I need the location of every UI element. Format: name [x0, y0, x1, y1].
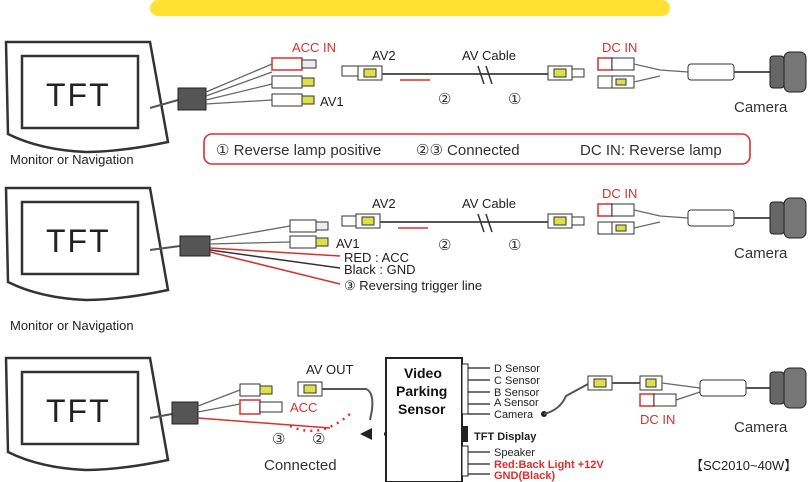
av2-label: AV2 [372, 196, 396, 211]
video-parking-sensor-box: Video Parking Sensor [385, 357, 463, 482]
black-gnd-label: Black : GND [344, 262, 416, 277]
legend-connected: ②③ Connected [416, 142, 520, 159]
gnd-label: GND(Black) [494, 470, 555, 482]
back-light-label: Red:Back Light +12V [494, 459, 604, 471]
camera-cable-connectors [587, 375, 770, 407]
camera-icon [769, 197, 807, 239]
camera-label: Camera [734, 419, 788, 436]
dc-in-label: DC IN [640, 412, 675, 427]
red-acc-label: RED : ACC [344, 250, 409, 265]
marker-2: ② [438, 91, 451, 108]
cable-splitter [179, 235, 211, 257]
sensor-d: D Sensor [494, 363, 540, 375]
tft-monitor-icon: TFT [4, 186, 170, 302]
box-line-video: Video [404, 365, 442, 381]
marker-1: ① [508, 237, 521, 254]
trigger-label: ③ Reversing trigger line [344, 278, 482, 293]
section-1: TFT ACC IN AV1 AV2 AV Ca [4, 40, 807, 167]
monitor-label: TFT [46, 393, 111, 429]
yellow-highlight-bar [150, 0, 670, 16]
camera-icon [769, 367, 807, 409]
dc-in-connectors [597, 203, 770, 235]
dc-in-label: DC IN [602, 186, 637, 201]
sensor-b: B Sensor [494, 387, 540, 399]
rca-connector-group [271, 57, 317, 107]
dc-in-connectors [597, 57, 770, 89]
model-label: 【SC2010~40W】 [690, 458, 797, 473]
av1-label: AV1 [336, 236, 360, 251]
av-cable [341, 213, 585, 233]
tft-monitor-icon: TFT [4, 356, 170, 472]
monitor-label: TFT [46, 223, 111, 259]
av1-label: AV1 [320, 94, 344, 109]
section-3: TFT ACC AV OUT ③ ② Connected Video Parki… [4, 356, 807, 482]
rca-connector-group [239, 381, 323, 415]
sensor-c: C Sensor [494, 375, 540, 387]
tft-monitor-icon: TFT [4, 40, 170, 154]
av-out-label: AV OUT [306, 362, 353, 377]
camera-icon [769, 51, 807, 93]
section-2: TFT AV1 RED : ACC Black : GND ③ Reversin… [4, 186, 807, 333]
av-cable-label: AV Cable [462, 48, 516, 63]
marker-3: ③ [272, 431, 285, 448]
sensor-camera: Camera [494, 409, 534, 421]
sensor-ports: D Sensor C Sensor B Sensor A Sensor Came… [461, 363, 604, 482]
av-cable [341, 65, 585, 85]
connected-label: Connected [264, 457, 337, 474]
box-line-sensor: Sensor [398, 401, 446, 417]
dc-in-label: DC IN [602, 40, 637, 55]
monitor-caption: Monitor or Navigation [10, 152, 134, 167]
sensor-a: A Sensor [494, 397, 539, 409]
rca-connector-group [289, 219, 329, 249]
legend-dc-in: DC IN: Reverse lamp [580, 142, 722, 159]
camera-label: Camera [734, 245, 788, 262]
cable-splitter [171, 401, 199, 425]
av2-label: AV2 [372, 48, 396, 63]
legend-reverse-lamp: ① Reverse lamp positive [216, 142, 381, 159]
monitor-label: TFT [46, 77, 111, 113]
legend-box: ① Reverse lamp positive ②③ Connected DC … [203, 133, 751, 165]
speaker-label: Speaker [494, 447, 535, 459]
marker-2: ② [312, 431, 325, 448]
box-line-parking: Parking [396, 383, 447, 399]
marker-1: ① [508, 91, 521, 108]
monitor-caption: Monitor or Navigation [10, 318, 134, 333]
acc-label: ACC [290, 400, 317, 415]
av-cable-label: AV Cable [462, 196, 516, 211]
cable-splitter [177, 87, 207, 111]
camera-label: Camera [734, 99, 788, 116]
marker-2: ② [438, 237, 451, 254]
acc-in-label: ACC IN [292, 40, 336, 55]
tft-display-label: TFT Display [474, 431, 537, 443]
